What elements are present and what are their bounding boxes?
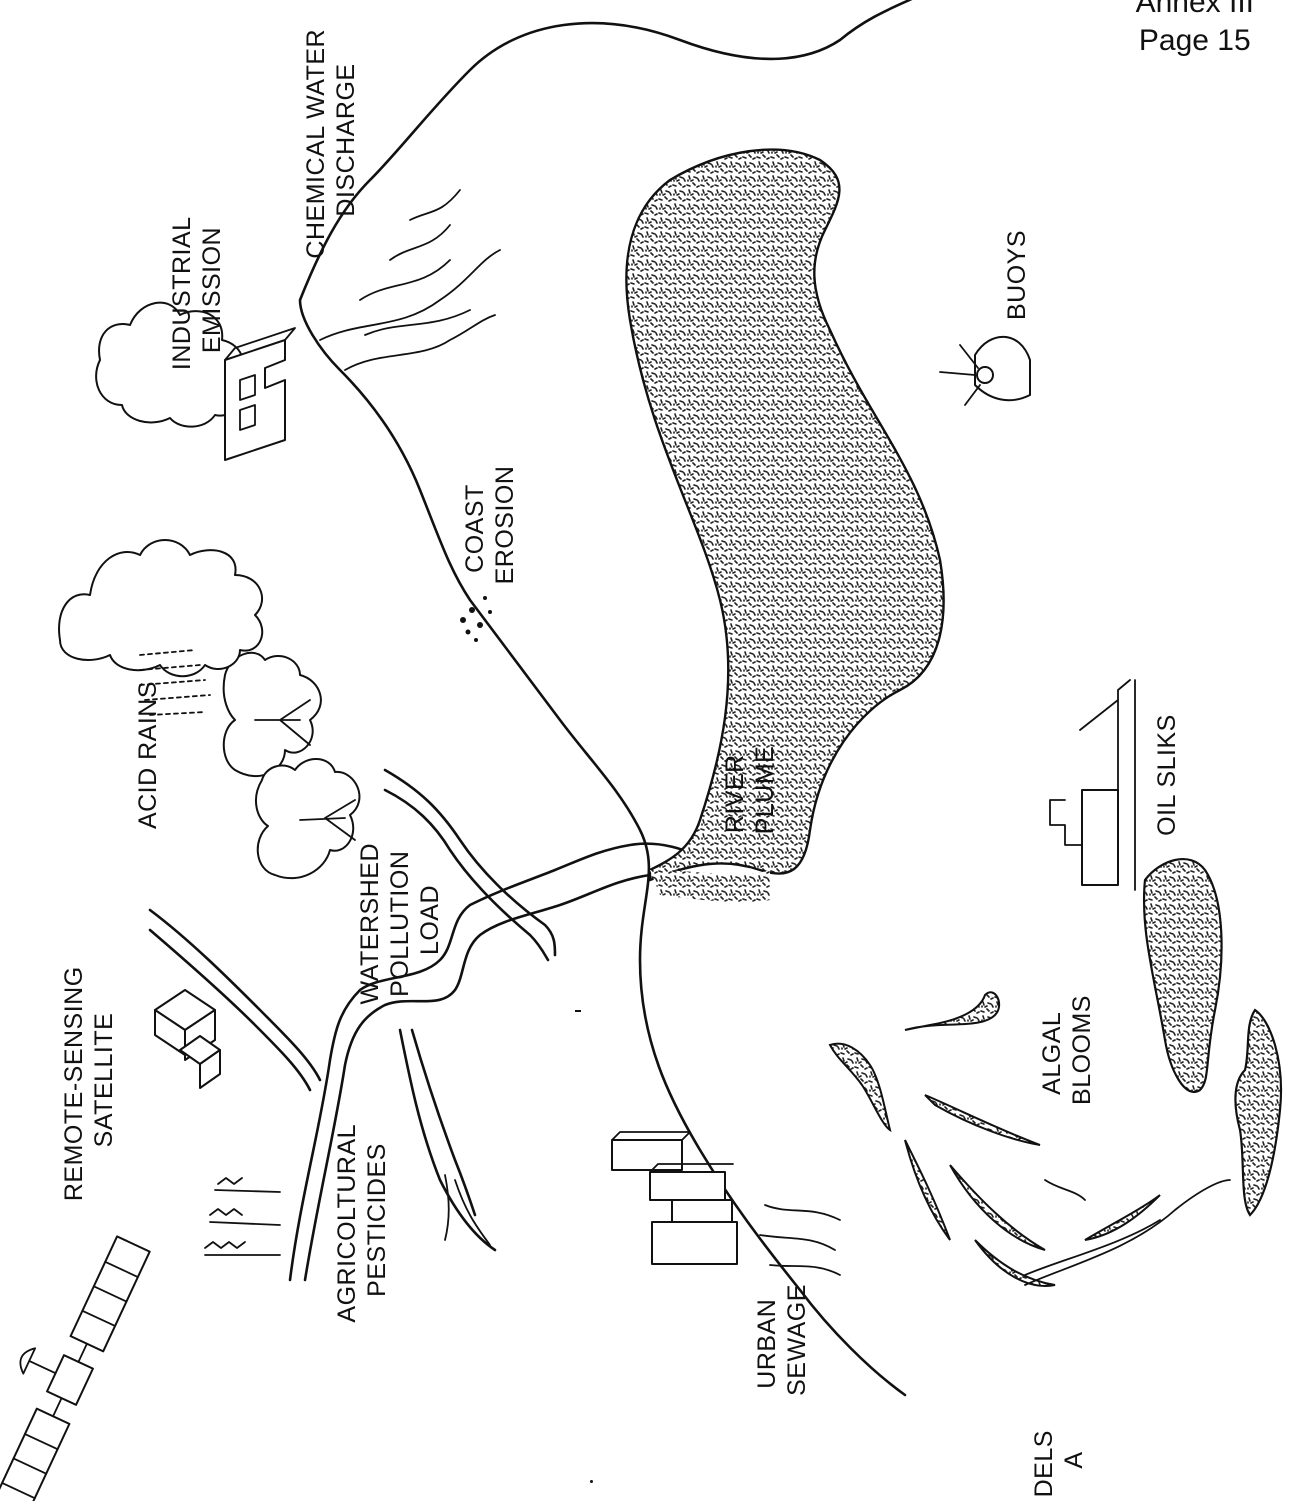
coast-erosion-marks — [460, 596, 492, 642]
river-tributary-fork — [445, 1175, 490, 1245]
label-coast-erosion: COAST EROSION — [461, 466, 519, 585]
label-remote-sensing-satellite: REMOTE-SENSING SATELLITE — [60, 959, 118, 1201]
label-acid-rains: ACID RAINS — [134, 681, 162, 829]
tree-icon-2 — [256, 759, 359, 878]
stray-dash — [575, 1010, 581, 1012]
sewage-wave-3 — [770, 1265, 840, 1275]
label-algal-blooms: ALGAL BLOOMS — [1038, 995, 1096, 1105]
tree-icon-1 — [224, 653, 321, 776]
oil-slick-1 — [1144, 859, 1222, 1092]
river-branch-left — [150, 910, 320, 1080]
stray-dot — [590, 1480, 593, 1483]
label-buoys: BUOYS — [1003, 230, 1031, 320]
plume-neck — [650, 870, 770, 902]
factory-icon — [225, 328, 295, 460]
city-buildings-icon — [612, 1132, 737, 1264]
crop-icons — [205, 1178, 280, 1255]
label-partial-bottom: DELS A — [1030, 1423, 1088, 1498]
label-watershed-pollution-load: WATERSHED POLLUTION LOAD — [356, 836, 444, 1005]
buoy-icon — [940, 337, 1030, 405]
river-plume — [626, 150, 943, 880]
bay-wave-3 — [360, 260, 450, 300]
acid-rain-cloud — [59, 540, 262, 676]
label-urban-sewage: URBAN SEWAGE — [753, 1284, 811, 1396]
label-agricultural-pesticides: AGRICOLTURAL PESTICIDES — [333, 1117, 391, 1322]
label-chemical-water-discharge: CHEMICAL WATER DISCHARGE — [302, 21, 360, 258]
rural-buildings-icon — [155, 990, 220, 1088]
bay-wave-5 — [410, 190, 460, 220]
oil-platform-icon — [1050, 680, 1135, 890]
sewage-wave-2 — [760, 1235, 835, 1250]
satellite-icon — [0, 1221, 150, 1501]
label-oil-sliks: OIL SLIKS — [1153, 714, 1181, 836]
sewage-wave-1 — [765, 1205, 840, 1220]
bay-wave-4 — [390, 225, 450, 260]
oil-slick-2 — [1235, 1010, 1281, 1215]
